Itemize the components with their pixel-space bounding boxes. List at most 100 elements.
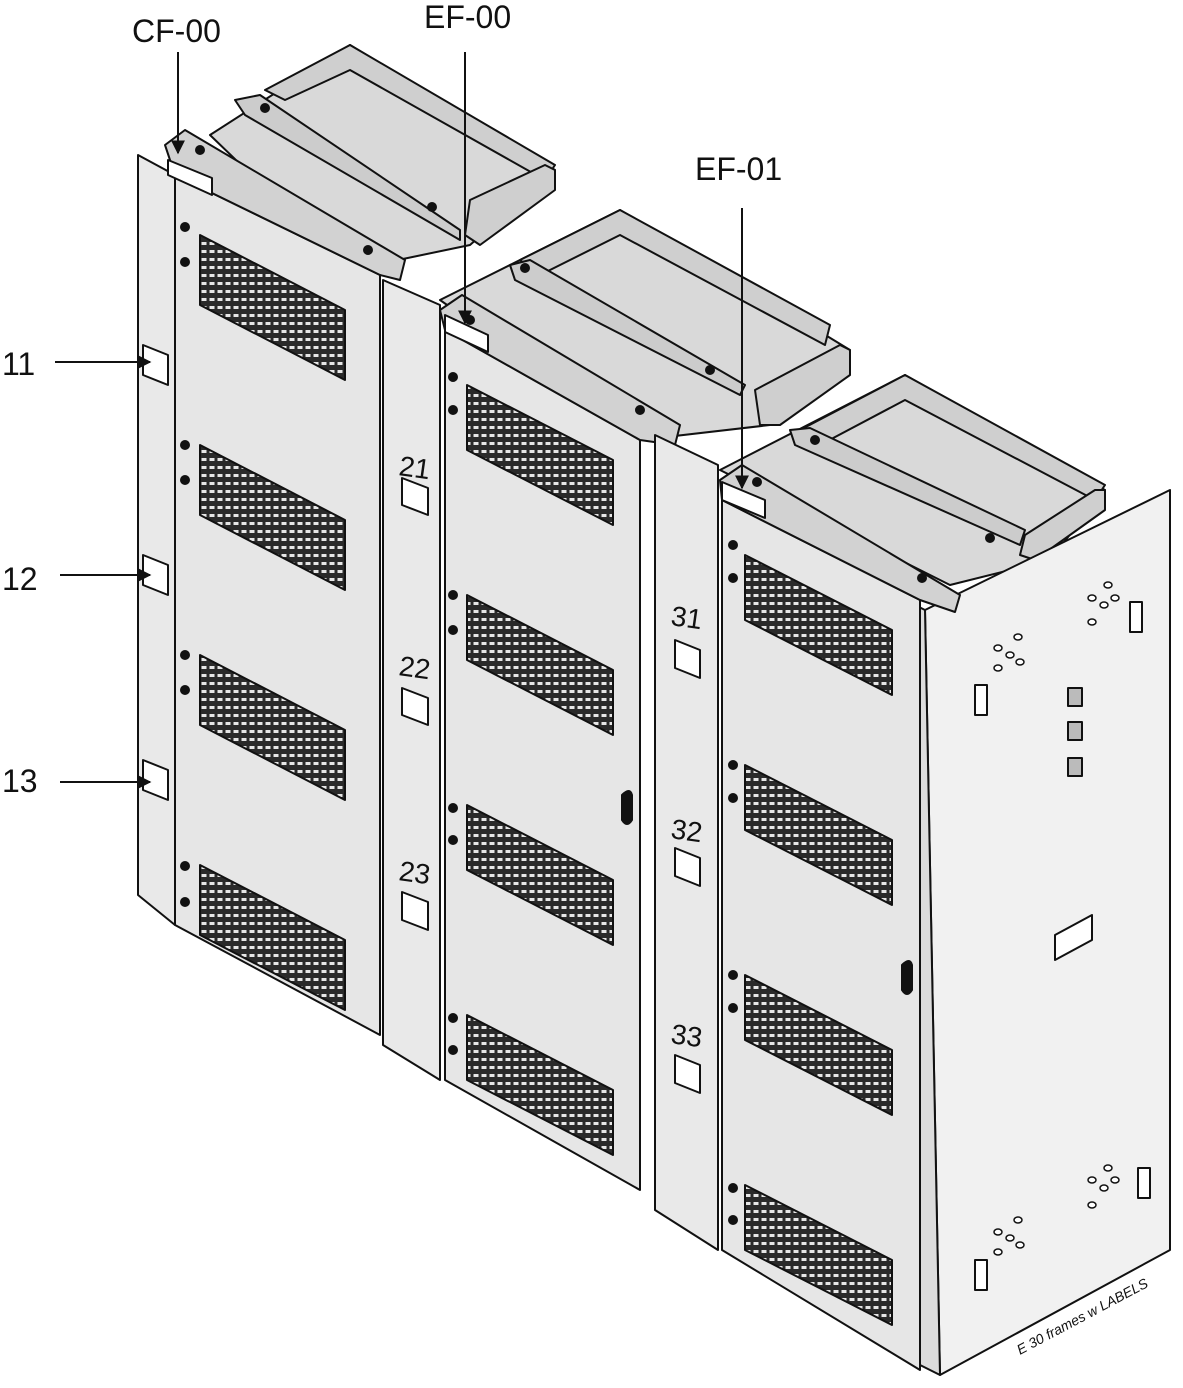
mounting-hole (985, 533, 995, 543)
mounting-hole (180, 475, 190, 485)
side-vent-hole (1015, 1241, 1025, 1249)
side-slot-top-right (1129, 601, 1143, 633)
mounting-hole (448, 835, 458, 845)
frame-ef01 (719, 464, 961, 1371)
callout-cf00: CF-00 (132, 13, 221, 49)
side-vent-hole (993, 644, 1003, 652)
mounting-hole (728, 1003, 738, 1013)
mounting-hole (728, 793, 738, 803)
frame-cf00-vent-1 (199, 234, 346, 381)
side-vent-hole (1099, 1184, 1109, 1192)
mounting-hole (448, 405, 458, 415)
side-slot-bottom-right (1137, 1167, 1151, 1199)
side-vent-hole (1013, 633, 1023, 641)
mounting-hole (180, 897, 190, 907)
mounting-hole (180, 440, 190, 450)
mounting-hole (752, 477, 762, 487)
callout-ef00: EF-00 (424, 0, 511, 35)
label-31 (674, 639, 701, 679)
label-23 (401, 891, 429, 931)
side-vent-hole (1110, 1176, 1120, 1184)
frame-ef01-vent-2 (744, 764, 893, 906)
callout-12: 12 (2, 561, 38, 597)
strip-21-23 (382, 279, 441, 1081)
mounting-hole (260, 103, 270, 113)
frame-ef00 (439, 294, 681, 1191)
mounting-hole (363, 245, 373, 255)
frame-ef01-top-label (721, 481, 766, 519)
side-vent-hole (1087, 618, 1097, 626)
frame-ef00-vent-2 (466, 594, 614, 736)
callout-13: 13 (2, 763, 38, 799)
side-slot-bottom-left (974, 1259, 988, 1291)
side-vent-hole (1015, 658, 1025, 666)
side-vent-hole (993, 664, 1003, 672)
mounting-hole (180, 685, 190, 695)
callout-ef01: EF-01 (695, 151, 782, 187)
frame-ef01-vent-3 (744, 974, 893, 1116)
mounting-hole (427, 202, 437, 212)
mounting-hole (728, 1215, 738, 1225)
mounting-hole (705, 365, 715, 375)
mounting-hole (180, 650, 190, 660)
side-port-2 (1067, 721, 1083, 741)
mounting-hole (448, 625, 458, 635)
frame-ef01-lock-icon (901, 960, 913, 995)
mounting-hole (180, 861, 190, 871)
label-32 (674, 847, 701, 887)
frame-ef00-vent-1 (466, 384, 614, 526)
callout-arrows (55, 52, 749, 789)
frame-cf00-vent-4 (199, 864, 346, 1011)
frame-cf00 (137, 129, 406, 1036)
side-port-3 (1067, 757, 1083, 777)
mounting-hole (728, 573, 738, 583)
mounting-hole (465, 315, 475, 325)
side-vent-hole (1110, 594, 1120, 602)
right-side-panel (904, 489, 1171, 1376)
side-vent-hole (1087, 1201, 1097, 1209)
mounting-hole (448, 1013, 458, 1023)
frame-ef00-lock-icon (621, 790, 633, 825)
slot-number-31: 31 (669, 600, 704, 635)
mounting-hole (520, 263, 530, 273)
mounting-hole (728, 760, 738, 770)
frame-cf00-top-label (167, 159, 213, 196)
label-21 (401, 477, 429, 516)
slot-number-33: 33 (669, 1018, 704, 1053)
side-vent-hole (1103, 581, 1113, 589)
side-vent-hole (1087, 594, 1097, 602)
mounting-hole (195, 145, 205, 155)
frame-ef00-top-label (444, 314, 489, 353)
mounting-hole (180, 257, 190, 267)
mounting-hole (728, 540, 738, 550)
side-port-1 (1067, 687, 1083, 707)
side-vent-hole (1005, 1234, 1015, 1242)
mounting-hole (448, 1045, 458, 1055)
mounting-hole (448, 590, 458, 600)
mounting-hole (728, 1183, 738, 1193)
frame-ef00-vent-4 (466, 1014, 614, 1156)
mounting-hole (810, 435, 820, 445)
side-vent-hole (993, 1228, 1003, 1236)
mounting-hole (635, 405, 645, 415)
mounting-hole (917, 573, 927, 583)
mounting-hole (448, 803, 458, 813)
side-vent-hole (1005, 651, 1015, 659)
side-vent-hole (993, 1248, 1003, 1256)
slot-number-22: 22 (397, 650, 432, 685)
side-vent-hole (1087, 1176, 1097, 1184)
frame-cf00-side-strip (137, 154, 176, 926)
label-22 (401, 687, 429, 726)
mounting-hole (180, 222, 190, 232)
frame-ef01-vent-1 (744, 554, 893, 696)
slot-number-23: 23 (397, 855, 432, 890)
frame-ef00-vent-3 (466, 804, 614, 946)
slot-number-32: 32 (669, 813, 704, 848)
frame-cf00-vent-3 (199, 654, 346, 801)
callout-11: 11 (2, 346, 35, 382)
strip-31-33 (654, 434, 719, 1251)
side-handle (1054, 914, 1093, 961)
side-vent-hole (1103, 1164, 1113, 1172)
